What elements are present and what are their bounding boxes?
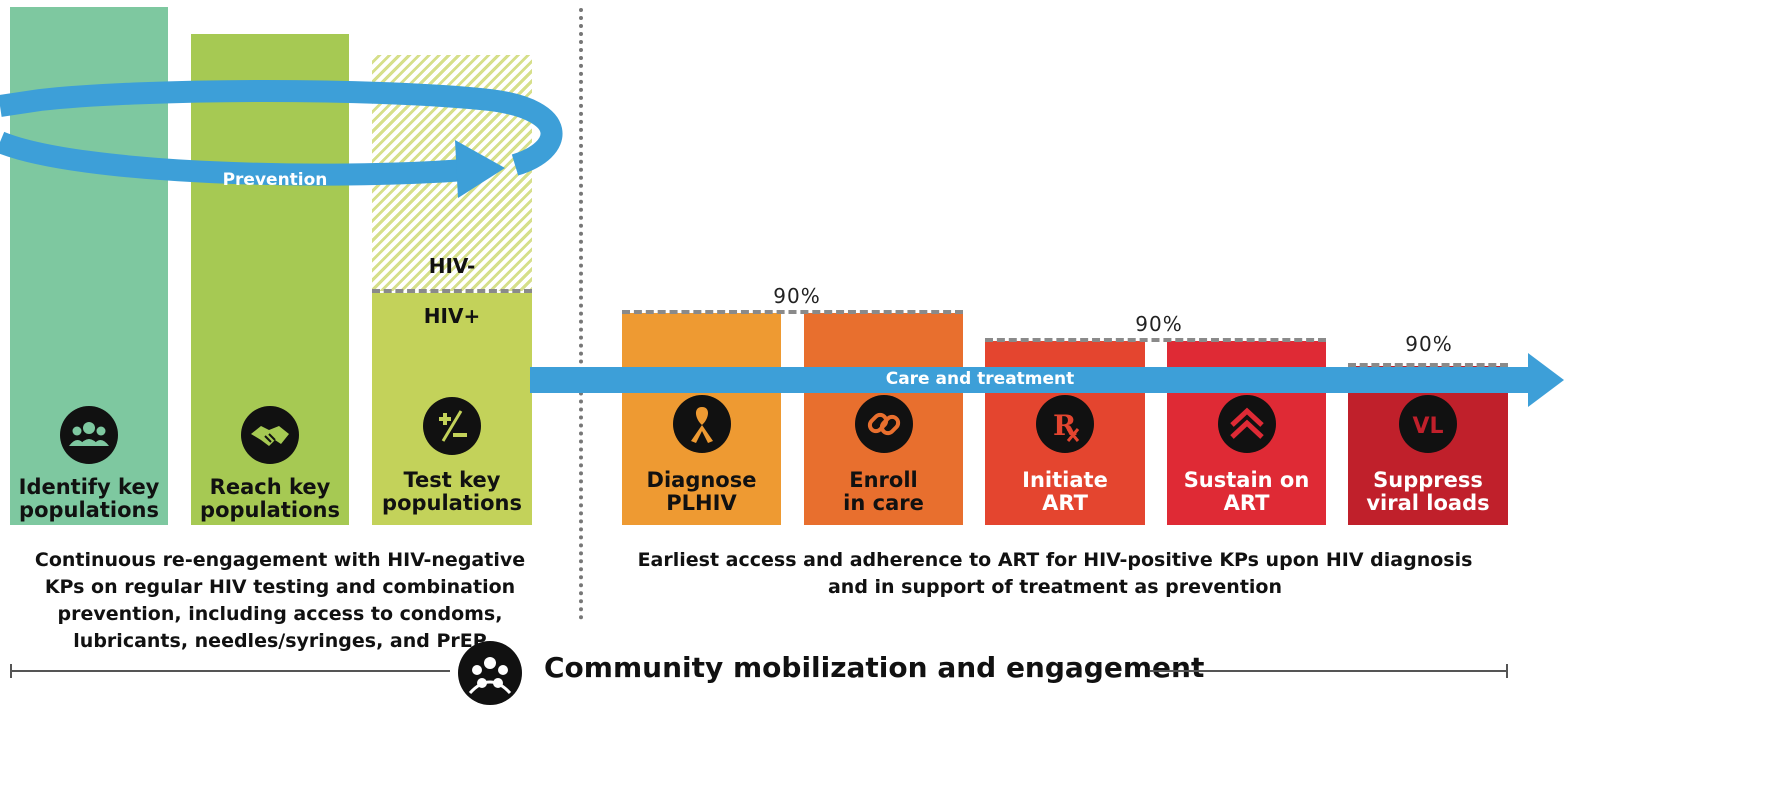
community-label: Community mobilization and engagement (544, 651, 1205, 684)
prevention-caption-line: prevention, including access to condoms, (57, 603, 503, 625)
bar-label-diagnose-1: Diagnose (646, 468, 757, 492)
prevention-arrow-label: Prevention (222, 170, 328, 190)
bar-label-enroll-2: in care (843, 491, 924, 515)
bar-label-enroll-1: Enroll (849, 468, 918, 492)
prevention-caption: Continuous re-engagement with HIV-negati… (20, 547, 540, 655)
care-caption-line: and in support of treatment as preventio… (827, 576, 1283, 598)
community-line-left-tick (10, 664, 12, 678)
target-line-diagnosis (622, 310, 963, 314)
community-line-right (1150, 670, 1508, 672)
bar-label-identify-2: populations (19, 498, 159, 522)
bar-label-test-1: Test key (403, 468, 501, 492)
care-arrow-label: Care and treatment (885, 369, 1075, 389)
hiv-positive-label: HIV+ (423, 304, 481, 328)
bar-label-reach-1: Reach key (209, 475, 331, 499)
bar-label-test-2: populations (382, 491, 522, 515)
bar-label-sustain-1: Sustain on (1183, 468, 1310, 492)
target-line-suppression (1348, 363, 1508, 367)
plus-minus-icon (423, 397, 481, 455)
bar-label-identify-1: Identify key (18, 475, 160, 499)
bar-label-suppress-1: Suppress (1373, 468, 1483, 492)
community-line-right-tick (1506, 664, 1508, 678)
chevrons-up-icon (1217, 395, 1276, 453)
community-icon (458, 641, 522, 705)
bar-label-reach-2: populations (200, 498, 340, 522)
target-label-diagnosis: 90% (773, 284, 821, 308)
vl-icon: VL (1399, 395, 1457, 453)
section-divider (579, 8, 583, 620)
bar-label-diagnose-2: PLHIV (666, 491, 737, 515)
target-label-suppression: 90% (1405, 332, 1453, 356)
care-caption-line: Earliest access and adherence to ART for… (637, 549, 1473, 571)
community-line-left (10, 670, 450, 672)
hiv-negative-label: HIV- (428, 254, 476, 278)
prevention-caption-line: KPs on regular HIV testing and combinati… (44, 576, 516, 598)
bar-label-initiate-1: Initiate (1022, 468, 1108, 492)
group-icon (60, 406, 118, 464)
handshake-icon (241, 406, 299, 464)
prevention-caption-line: lubricants, needles/syringes, and PrEP (73, 630, 487, 652)
bar-label-initiate-2: ART (1042, 491, 1088, 515)
svg-text:VL: VL (1412, 414, 1443, 439)
care-arrow (530, 353, 1564, 407)
target-label-treatment: 90% (1135, 312, 1183, 336)
bar-test: HIV+ Test key populations (372, 293, 532, 525)
bar-diagnose: Diagnose PLHIV (622, 313, 781, 525)
prevention-arrow (0, 80, 563, 198)
bar-enroll: Enroll in care (804, 313, 963, 525)
prevention-caption-line: Continuous re-engagement with HIV-negati… (34, 549, 526, 571)
care-caption: Earliest access and adherence to ART for… (605, 547, 1505, 601)
bar-reach: Reach key populations (191, 34, 349, 525)
bar-label-sustain-2: ART (1223, 491, 1270, 515)
target-line-treatment (985, 338, 1326, 342)
link-icon (854, 395, 913, 453)
rx-icon: R (1036, 395, 1094, 453)
bar-label-suppress-2: viral loads (1366, 491, 1490, 515)
hiv-split-line (372, 289, 532, 293)
ribbon-icon (672, 395, 731, 453)
